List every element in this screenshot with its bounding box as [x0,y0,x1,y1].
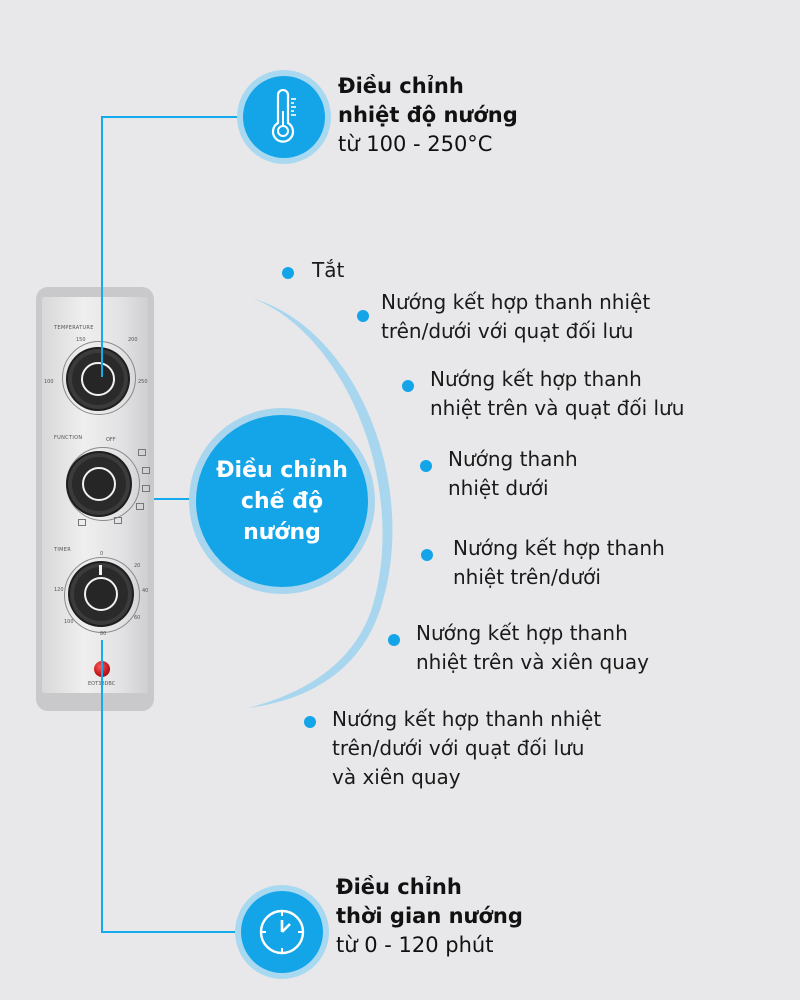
timer-icon-circle [241,891,323,973]
temp-tick-200: 200 [128,337,138,343]
temp-tick-150: 150 [76,337,86,343]
bullet-dot-icon [304,716,316,728]
mode-item-top-fan: Nướng kết hợp thanh nhiệt trên và quạt đ… [402,365,684,423]
timer-range: từ 0 - 120 phút [336,933,494,957]
mode-icon-1 [138,449,146,456]
timer-connector-horizontal [101,931,241,933]
clock-icon [259,909,305,955]
mode-item-off: Tắt [282,256,344,285]
bullet-dot-icon [421,549,433,561]
mode-item-top-bottom: Nướng kết hợp thanh nhiệt trên/dưới [421,534,665,592]
bullet-dot-icon [402,380,414,392]
timer-tick-40: 40 [142,588,149,594]
function-off-label: OFF [106,437,116,443]
timer-callout-text: Điều chỉnh thời gian nướng từ 0 - 120 ph… [336,873,523,960]
timer-knob[interactable] [74,565,128,621]
temperature-label: TEMPERATURE [54,325,94,331]
temperature-icon-circle [243,76,325,158]
timer-tick-20: 20 [134,563,141,569]
bullet-dot-icon [420,460,432,472]
temperature-dial-ring [62,341,136,415]
mode-icon-4 [136,503,144,510]
timer-tick-60: 60 [134,615,141,621]
temp-tick-250: 250 [138,379,148,385]
function-line3: nướng [243,519,321,545]
function-label: FUNCTION [54,435,83,441]
timer-title-line1: Điều chỉnh [336,875,462,899]
mode-item-top-bottom-fan: Nướng kết hợp thanh nhiệt trên/dưới với … [357,288,650,346]
temperature-title-line2: nhiệt độ nướng [338,103,518,127]
timer-connector-vertical [101,640,103,933]
mode-item-top-rotisserie: Nướng kết hợp thanh nhiệt trên và xiên q… [388,619,649,677]
temperature-title-line1: Điều chỉnh [338,74,464,98]
bullet-dot-icon [282,267,294,279]
timer-title-line2: thời gian nướng [336,904,523,928]
timer-dial-ring [64,557,140,633]
timer-connector-over-panel [101,640,103,712]
mode-icon-6 [78,519,86,526]
timer-tick-100: 100 [64,619,74,625]
oven-control-panel: TEMPERATURE 150 200 100 250 FUNCTION OFF… [36,287,154,711]
bullet-dot-icon [388,634,400,646]
bullet-dot-icon [357,310,369,322]
function-callout-text: Điều chỉnh chế độ nướng [216,455,348,548]
temperature-connector-vertical [101,116,103,376]
function-knob[interactable] [72,457,126,511]
timer-tick-0: 0 [100,551,104,557]
mode-item-top-bottom-fan-rotisserie: Nướng kết hợp thanh nhiệt trên/dưới với … [304,705,601,792]
temperature-connector-over-panel [101,287,103,377]
temperature-callout-text: Điều chỉnh nhiệt độ nướng từ 100 - 250°C [338,72,518,159]
timer-tick-80: 80 [100,631,107,637]
timer-label: TIMER [54,547,71,553]
temperature-connector-horizontal [101,116,241,118]
function-dial-ring [66,447,140,521]
temp-tick-100: 100 [44,379,54,385]
thermometer-icon [271,89,296,143]
function-callout-circle: Điều chỉnh chế độ nướng [196,415,368,587]
mode-icon-3 [142,485,150,492]
function-connector [124,498,196,500]
temperature-range: từ 100 - 250°C [338,132,493,156]
mode-icon-2 [142,467,150,474]
function-line1: Điều chỉnh [216,457,348,483]
mode-icon-5 [114,517,122,524]
mode-item-bottom: Nướng thanh nhiệt dưới [420,445,578,503]
temperature-knob[interactable] [72,353,124,405]
timer-tick-120: 120 [54,587,64,593]
panel-face: TEMPERATURE 150 200 100 250 FUNCTION OFF… [42,297,150,693]
mode-arc [248,298,393,708]
function-line2: chế độ [240,488,324,514]
